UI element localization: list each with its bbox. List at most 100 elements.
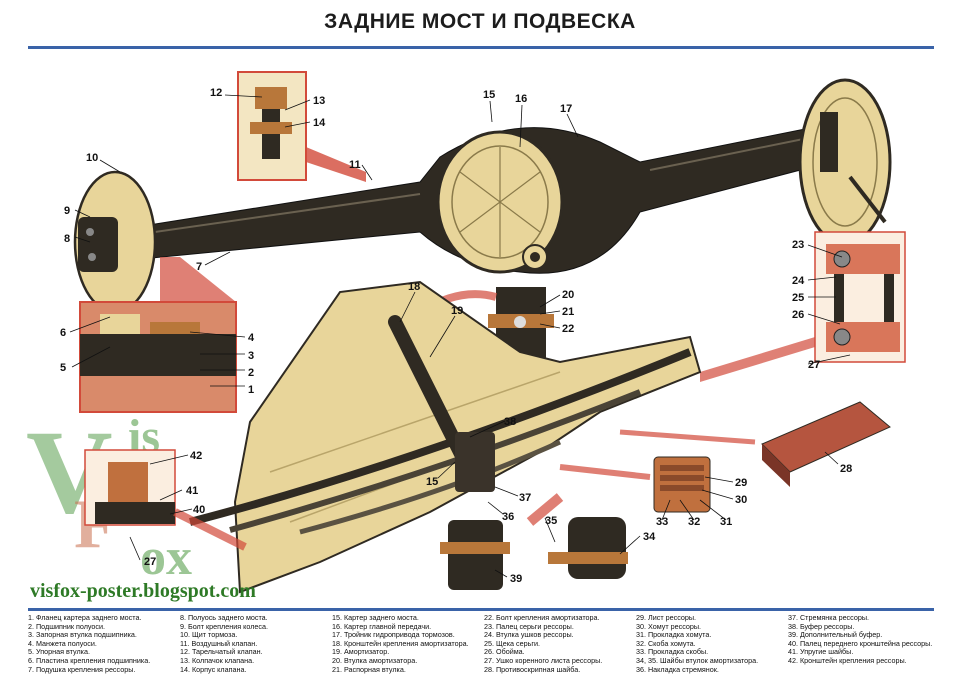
callout-27a: 27 xyxy=(808,359,820,371)
callout-10: 10 xyxy=(86,152,98,164)
legend-item: 4. Манжета полуоси. xyxy=(28,639,97,648)
callout-22: 22 xyxy=(562,323,574,335)
legend-item: 16. Картер главной передачи. xyxy=(332,622,432,631)
legend-item: 29. Лист рессоры. xyxy=(636,614,697,622)
legend-item: 7. Подушка крепления рессоры. xyxy=(28,665,136,674)
callout-leaders xyxy=(69,94,851,578)
legend-item: 14. Корпус клапана. xyxy=(180,665,247,674)
front-bracket-inset xyxy=(84,449,247,551)
callout-29: 29 xyxy=(735,477,747,489)
callout-12: 12 xyxy=(210,87,222,99)
callout-38: 38 xyxy=(504,416,516,428)
callout-9: 9 xyxy=(64,205,70,217)
legend-item: 12. Тарельчатый клапан. xyxy=(180,648,263,657)
callout-3: 3 xyxy=(248,350,254,362)
legend-item: 39. Дополнительный буфер. xyxy=(788,631,883,640)
callout-20: 20 xyxy=(562,289,574,301)
callout-11: 11 xyxy=(349,159,361,171)
legend-column: 1. Фланец картера заднего моста.2. Подши… xyxy=(28,614,174,676)
callout-13: 13 xyxy=(313,95,325,107)
callout-6: 6 xyxy=(60,327,66,339)
callout-16: 16 xyxy=(515,93,527,105)
bottom-rule xyxy=(28,608,934,611)
callout-15a: 15 xyxy=(483,89,495,101)
legend-item: 34, 35. Шайбы втулок амортизатора. xyxy=(636,656,759,665)
callout-42: 42 xyxy=(190,450,202,462)
callout-35: 35 xyxy=(545,515,557,527)
leaf-spring xyxy=(188,348,692,535)
callout-2: 2 xyxy=(248,367,254,379)
legend-item: 36. Накладка стремянок. xyxy=(636,665,719,674)
legend-column: 15. Картер заднего моста.16. Картер глав… xyxy=(332,614,478,676)
rear-axle-diagram: V is F ox xyxy=(26,71,906,594)
top-rule xyxy=(28,46,934,49)
legend-column: 22. Болт крепления амортизатора.23. Пале… xyxy=(484,614,630,676)
legend-item: 40. Палец переднего кронштейна рессоры. xyxy=(788,639,933,648)
legend-column: 37. Стремянка рессоры.38. Буфер рессоры.… xyxy=(788,614,934,676)
legend-item: 41. Упругие шайбы. xyxy=(788,648,854,657)
callout-23: 23 xyxy=(792,239,804,251)
callout-39: 39 xyxy=(510,573,522,585)
callout-24: 24 xyxy=(792,275,805,287)
final-drive-cover xyxy=(436,130,564,274)
shock-bushing-inset xyxy=(526,493,628,579)
callout-27b: 27 xyxy=(144,556,156,568)
legend-item: 13. Колпачок клапана. xyxy=(180,656,255,665)
callout-17: 17 xyxy=(560,103,572,115)
callout-26: 26 xyxy=(792,309,804,321)
legend-item: 38. Буфер рессоры. xyxy=(788,622,855,631)
callout-21: 21 xyxy=(562,306,574,318)
callout-32: 32 xyxy=(688,516,700,528)
legend-item: 6. Пластина крепления подшипника. xyxy=(28,656,151,665)
callout-36: 36 xyxy=(502,511,514,523)
legend-item: 19. Амортизатор. xyxy=(332,648,390,657)
valve-inset xyxy=(237,71,366,182)
legend-item: 17. Тройник гидропривода тормозов. xyxy=(332,631,455,640)
callout-25: 25 xyxy=(792,292,804,304)
callout-14: 14 xyxy=(313,117,326,129)
bearing-inset xyxy=(79,257,237,413)
callout-15b: 15 xyxy=(426,476,438,488)
legend-item: 24. Втулка ушков рессоры. xyxy=(484,631,574,640)
legend-item: 26. Обойма. xyxy=(484,648,525,657)
legend-item: 33. Прокладка скобы. xyxy=(636,648,709,657)
legend-item: 15. Картер заднего моста. xyxy=(332,614,419,622)
legend-item: 18. Кронштейн крепления амортизатора. xyxy=(332,639,469,648)
clamp-inset xyxy=(559,456,711,513)
callout-1: 1 xyxy=(248,384,254,396)
legend-item: 3. Запорная втулка подшипника. xyxy=(28,631,137,640)
shackle-inset xyxy=(700,231,906,382)
legend-item: 9. Болт крепления колеса. xyxy=(180,622,268,631)
callout-30: 30 xyxy=(735,494,747,506)
washer-inset xyxy=(619,401,891,487)
callout-18: 18 xyxy=(408,281,420,293)
legend-item: 22. Болт крепления амортизатора. xyxy=(484,614,600,622)
legend-item: 32. Скоба хомута. xyxy=(636,639,696,648)
callout-41: 41 xyxy=(186,485,198,497)
callout-31: 31 xyxy=(720,516,732,528)
callout-19: 19 xyxy=(451,305,463,317)
page-title: ЗАДНИЕ МОСТ И ПОДВЕСКА xyxy=(324,10,636,33)
callout-8: 8 xyxy=(64,233,70,245)
legend-item: 37. Стремянка рессоры. xyxy=(788,614,869,622)
legend-item: 30. Хомут рессоры. xyxy=(636,622,702,631)
legend-item: 20. Втулка аморт­изатора. xyxy=(332,656,418,665)
parts-legend: 1. Фланец картера заднего моста.2. Подши… xyxy=(28,614,934,676)
callout-40: 40 xyxy=(193,504,205,516)
legend-column: 8. Полуось заднего моста.9. Болт креплен… xyxy=(180,614,326,676)
svg-text:ox: ox xyxy=(140,529,192,586)
legend-item: 31. Прокладка хомута. xyxy=(636,631,712,640)
legend-item: 10. Щит тормоза. xyxy=(180,631,238,640)
callout-33: 33 xyxy=(656,516,668,528)
callout-7: 7 xyxy=(196,261,202,273)
callout-4: 4 xyxy=(248,332,255,344)
brake-drum-right xyxy=(798,78,892,246)
legend-item: 8. Полуось заднего моста. xyxy=(180,614,268,622)
callout-5: 5 xyxy=(60,362,66,374)
watermark-url: visfox-poster.blogspot.com xyxy=(30,580,256,602)
legend-item: 5. Упорная втулка. xyxy=(28,648,90,657)
legend-column: 29. Лист рессоры.30. Хомут рессоры.31. П… xyxy=(636,614,782,676)
legend-item: 42. Кронштейн крепления рессоры. xyxy=(788,656,907,665)
shock-absorber xyxy=(388,315,495,492)
legend-item: 23. Палец серьги рессоры. xyxy=(484,622,574,631)
